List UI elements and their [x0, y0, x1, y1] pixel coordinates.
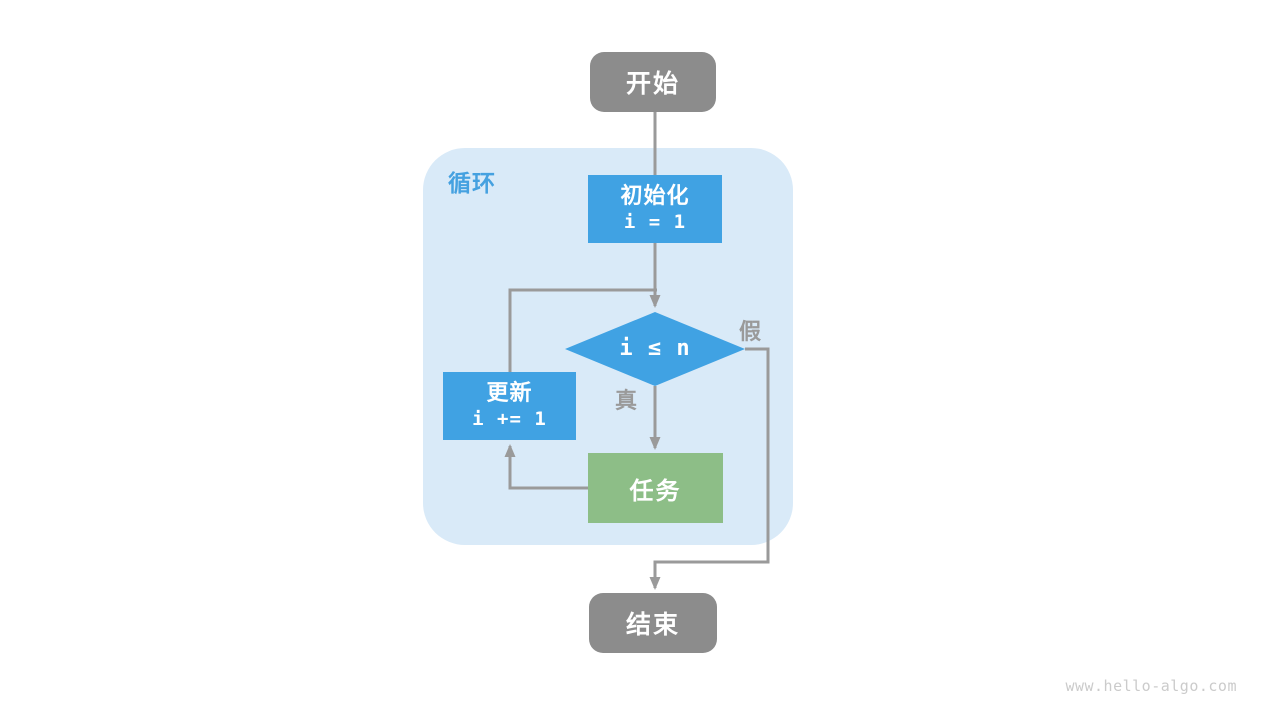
task-node: 任务	[588, 453, 723, 523]
end-node: 结束	[589, 593, 717, 653]
init-node-label: 初始化	[620, 182, 690, 208]
update-node-label: 更新	[486, 379, 533, 405]
condition-node-code: i ≤ n	[619, 336, 691, 362]
update-node-code: i += 1	[472, 408, 547, 431]
watermark-url: www.hello-algo.com	[1065, 677, 1237, 695]
end-node-label: 结束	[625, 611, 680, 639]
task-node-label: 任务	[629, 477, 682, 505]
true-branch-label: 真	[615, 388, 638, 413]
start-node-label: 开始	[625, 70, 680, 98]
loop-region-label: 循环	[448, 170, 496, 196]
init-node-code: i = 1	[623, 211, 687, 234]
false-branch-label: 假	[739, 319, 762, 344]
update-node: 更新 i += 1	[443, 372, 576, 440]
init-node: 初始化 i = 1	[588, 175, 722, 243]
start-node: 开始	[590, 52, 716, 112]
